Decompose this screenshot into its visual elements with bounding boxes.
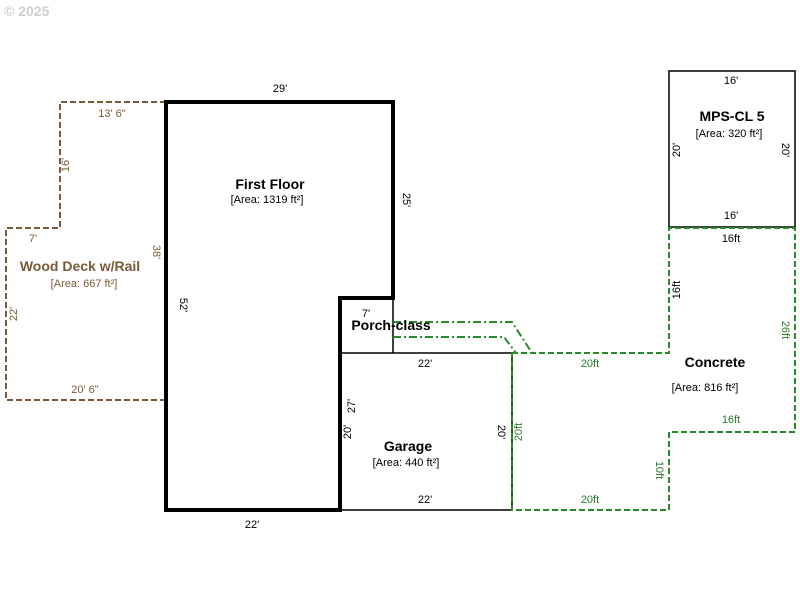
garage-title: Garage [384,438,432,454]
concrete-dim-step: 16ft [722,414,740,426]
copyright-text: © 2025 [4,3,50,19]
first-floor-dim-bottom: 22' [245,519,259,531]
mps-dim-right: 20' [779,143,791,157]
concrete-dim-left-upper: 16ft [671,281,683,299]
porch-outline [393,321,533,354]
wood-deck-dim-upper-left: 16' [60,158,72,172]
first-floor-dim-left: 52' [177,298,189,312]
garage-dim-top: 22' [418,358,432,370]
garage-area: [Area: 440 ft²] [373,457,440,469]
wood-deck-dim-left: 22' [8,307,20,321]
concrete-dim-right: 26ft [779,321,791,339]
first-floor-dim-right: 25' [400,193,412,207]
mps-area: [Area: 320 ft²] [696,128,763,140]
mps-dim-left: 20' [671,143,683,157]
concrete-title: Concrete [685,354,746,370]
concrete-area: [Area: 816 ft²] [672,382,739,394]
mps-dim-top: 16' [724,75,738,87]
wood-deck-dim-step: 7' [29,233,37,245]
first-floor-area: [Area: 1319 ft²] [231,194,304,206]
wood-deck-outline [5,101,166,401]
porch-dim-top: 7' [362,308,370,320]
mps-box [668,70,796,228]
concrete-dim-lower-step: 10ft [653,461,665,479]
garage-dim-bottom: 22' [418,494,432,506]
wood-deck-title: Wood Deck w/Rail [20,258,140,274]
concrete-dim-garage-side: 20ft [513,423,525,441]
concrete-dim-bottom: 20ft [581,494,599,506]
first-floor-title: First Floor [235,176,305,192]
wood-deck-dim-top: 13' 6" [98,108,126,120]
porch-title: Porch-class [351,317,431,333]
first-floor-walls [164,100,395,512]
first-floor-dim-top: 29' [273,83,287,95]
wood-deck-area: [Area: 667 ft²] [51,278,118,290]
wood-deck-dim-inner: 38' [150,245,162,259]
wood-deck-dim-bottom: 20' 6" [71,384,99,396]
concrete-dim-top: 16ft [722,233,740,245]
concrete-outline [511,227,796,511]
garage-dim-outer: 27' [346,399,358,413]
concrete-dim-middle: 20ft [581,358,599,370]
garage-dim-right: 20' [495,425,507,439]
mps-dim-bottom: 16' [724,210,738,222]
garage-dim-left: 20' [342,425,354,439]
mps-title: MPS-CL 5 [699,108,764,124]
